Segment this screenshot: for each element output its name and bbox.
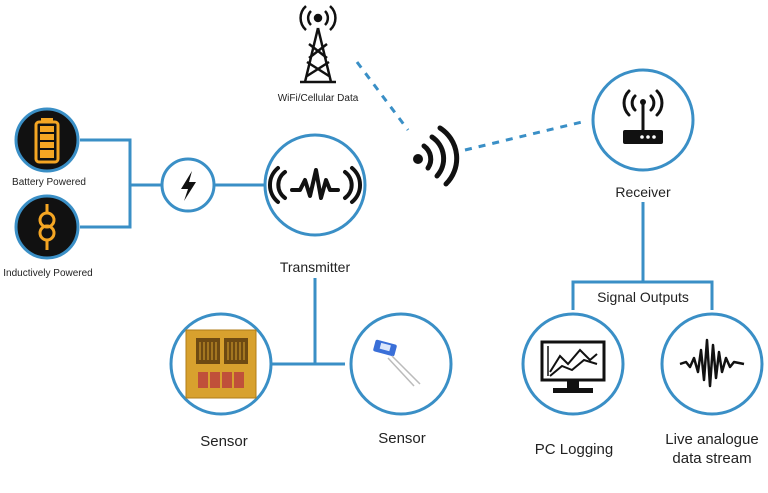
strain-gauge-image xyxy=(185,329,257,399)
lightning-bolt-icon xyxy=(181,171,196,201)
tower-dashed-link xyxy=(355,61,410,131)
sensor-right-label: Sensor xyxy=(378,430,426,447)
sensor-right-node xyxy=(349,312,453,416)
battery-icon xyxy=(34,118,60,164)
live-stream-label-line1: Live analogue xyxy=(665,431,759,448)
transmitter-label: Transmitter xyxy=(279,259,351,275)
power-bus-line xyxy=(80,138,132,229)
waveform-transmitter-icon xyxy=(267,166,363,204)
outputs-bracket-line xyxy=(571,280,714,310)
pc-logging-node xyxy=(521,312,625,416)
sensor-left-node xyxy=(169,312,273,416)
wifi-signal-icon xyxy=(413,125,460,187)
inductive-label: Inductively Powered xyxy=(3,268,93,279)
battery-node xyxy=(14,107,80,173)
live-stream-label-line2: data stream xyxy=(672,450,752,467)
power-hub-node xyxy=(160,157,216,213)
receiver-label: Receiver xyxy=(615,184,671,200)
connectors xyxy=(80,61,714,366)
live-stream-node xyxy=(660,312,764,416)
signal-waveform-icon xyxy=(679,338,745,388)
receiver-node xyxy=(591,68,695,172)
signal-outputs-label: Signal Outputs xyxy=(597,289,689,305)
cell-tower-icon xyxy=(299,5,337,84)
monitor-chart-icon xyxy=(540,340,606,393)
transmitter-node xyxy=(263,133,367,237)
sensor-left-label: Sensor xyxy=(200,433,248,450)
pc-logging-label: PC Logging xyxy=(534,441,614,458)
battery-label: Battery Powered xyxy=(12,177,86,188)
inductive-coil-icon xyxy=(38,204,56,250)
encapsulated-sensor-image xyxy=(373,339,421,387)
tower-label: WiFi/Cellular Data xyxy=(277,93,359,104)
router-antenna-icon xyxy=(622,89,664,144)
receiver-dashed-link xyxy=(464,120,583,152)
inductive-node xyxy=(14,194,80,260)
